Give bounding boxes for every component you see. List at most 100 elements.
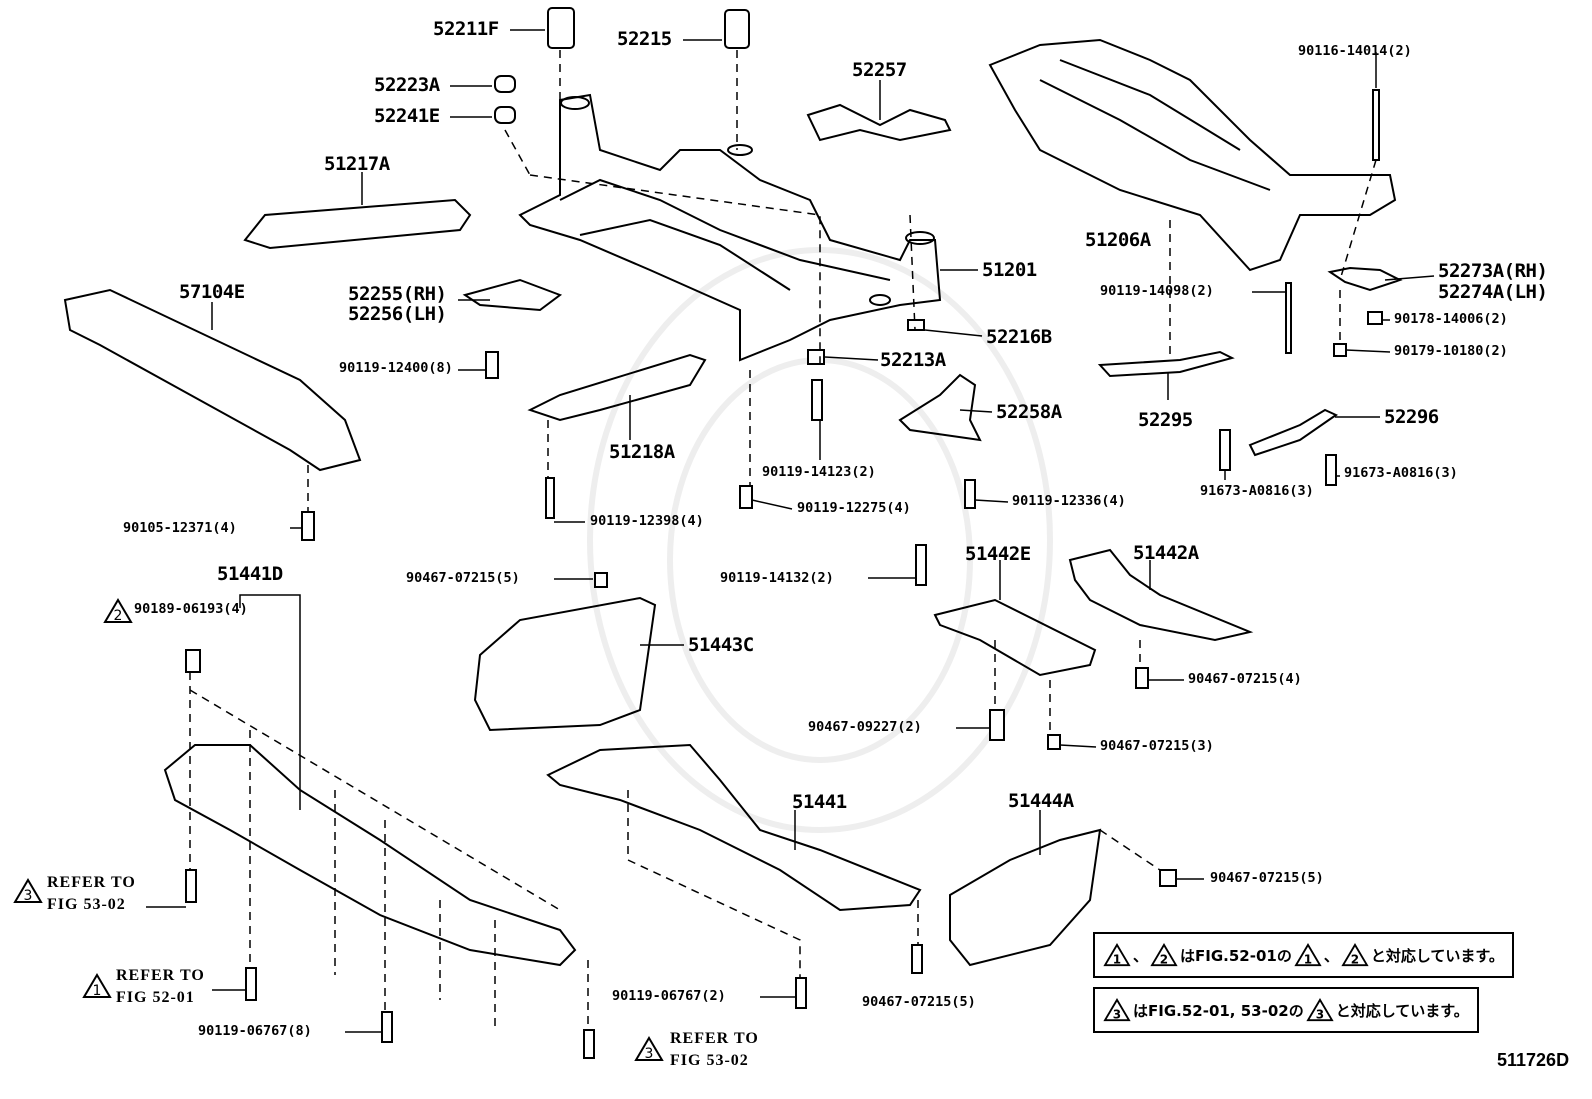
part-label: 90119-12275(4) [797, 500, 911, 516]
part-label: 90179-10180(2) [1394, 343, 1508, 359]
triangle-2-icon: 2 [1150, 943, 1178, 966]
part-label: 91673-A0816(3) [1344, 465, 1458, 481]
part-label: 90467-07215(5) [862, 994, 976, 1010]
part-label: 52215 [617, 28, 672, 50]
part-label: 51442E [965, 543, 1031, 565]
part-label: 52211F [433, 18, 499, 40]
brace-52295 [1097, 350, 1235, 378]
part-label: 52258A [996, 401, 1062, 423]
part-label: 90467-07215(3) [1100, 738, 1214, 754]
svg-text:3: 3 [645, 1046, 654, 1062]
reference-triangle-3-icon: 3 [634, 1036, 664, 1062]
svg-text:1: 1 [93, 983, 102, 999]
bracket-52258A [898, 373, 982, 442]
rear-suspension-crossmember [988, 38, 1397, 272]
part-label: 57104E [179, 281, 245, 303]
note-text: と対応しています。 [1335, 1001, 1469, 1020]
note-text: 、 [1133, 946, 1149, 965]
part-label: 51441 [792, 791, 847, 813]
svg-text:2: 2 [114, 608, 123, 624]
note-text: と対応しています。 [1370, 946, 1504, 965]
note-box-1: 1 、 2 はFIG.52-01の 1 、 2 と対応しています。 [1093, 932, 1514, 978]
part-label: 52257 [852, 59, 907, 81]
part-label: 52274A(LH) [1438, 281, 1548, 303]
cover-51444A [949, 828, 1102, 967]
leader-lines [146, 29, 1435, 1033]
triangle-1-icon: 1 [1103, 943, 1131, 966]
triangle-3-icon: 3 [1306, 998, 1334, 1021]
bushings [494, 7, 750, 124]
part-label: 90119-06767(2) [612, 988, 726, 1004]
svg-text:1: 1 [1113, 952, 1121, 966]
part-label: 51201 [982, 259, 1037, 281]
watermark-emblem [587, 247, 1053, 833]
part-label: 52255(RH) [348, 283, 447, 305]
part-label: 90189-06193(4) [134, 601, 248, 617]
svg-text:3: 3 [1113, 1007, 1121, 1021]
cover-51442E [933, 598, 1097, 677]
part-label: 51217A [324, 153, 390, 175]
part-label: 52241E [374, 105, 440, 127]
part-label: 51206A [1085, 229, 1151, 251]
part-label: 52223A [374, 74, 440, 96]
part-label: 90119-06767(8) [198, 1023, 312, 1039]
reference-triangle-3-icon: 3 [13, 878, 43, 904]
note-text: 、 [1323, 946, 1339, 965]
figure-code: 511726D [1497, 1050, 1570, 1070]
reference-triangle-2-icon: 2 [103, 598, 133, 624]
part-label: 90119-12398(4) [590, 513, 704, 529]
triangle-2-icon: 2 [1341, 943, 1369, 966]
note-text: はFIG.52-01の [1180, 946, 1292, 965]
part-label: 90119-12336(4) [1012, 493, 1126, 509]
part-label: 90119-12400(8) [339, 360, 453, 376]
dashed-guides [189, 50, 1377, 1030]
part-label: 90467-07215(5) [406, 570, 520, 586]
part-label: 90467-09227(2) [808, 719, 922, 735]
triangle-1-icon: 1 [1294, 943, 1322, 966]
bracket-52257 [806, 103, 952, 142]
svg-text:1: 1 [1304, 952, 1312, 966]
brace-52296 [1248, 408, 1339, 457]
note-box-2: 3 はFIG.52-01, 53-02の 3 と対応しています。 [1093, 987, 1479, 1033]
brace-51218A [527, 353, 707, 422]
part-label: 52213A [880, 349, 946, 371]
part-label: 51443C [688, 634, 754, 656]
svg-text:2: 2 [1351, 952, 1359, 966]
part-label: 52295 [1138, 409, 1193, 431]
svg-text:3: 3 [1316, 1007, 1324, 1021]
reference-triangle-1-icon: 1 [82, 973, 112, 999]
triangle-3-icon: 3 [1103, 998, 1131, 1021]
part-label: 90467-07215(4) [1188, 671, 1302, 687]
cover-51441D [163, 744, 577, 967]
plate-52255 [462, 278, 563, 312]
brace-51217A [243, 198, 472, 250]
part-label: 90119-14098(2) [1100, 283, 1214, 299]
part-label: 51218A [609, 441, 675, 463]
part-label: 90467-07215(5) [1210, 870, 1324, 886]
part-label: 90105-12371(4) [123, 520, 237, 536]
note-text: はFIG.52-01, 53-02の [1133, 1001, 1304, 1020]
part-label: 52216B [986, 326, 1052, 348]
part-label: 51441D [217, 563, 283, 585]
cover-51443C [473, 596, 657, 732]
part-label: 52296 [1384, 406, 1439, 428]
part-label: 90178-14006(2) [1394, 311, 1508, 327]
part-label: 52256(LH) [348, 303, 447, 325]
svg-text:3: 3 [24, 888, 33, 904]
cover-51441 [546, 743, 922, 912]
part-label: 90119-14123(2) [762, 464, 876, 480]
part-label: 90116-14014(2) [1298, 43, 1412, 59]
part-label: 52273A(RH) [1438, 260, 1548, 282]
part-label: 91673-A0816(3) [1200, 483, 1314, 499]
part-label: 51444A [1008, 790, 1074, 812]
crossmember-57104E [63, 288, 362, 472]
svg-text:2: 2 [1160, 952, 1168, 966]
bracket-52273A [1327, 266, 1403, 292]
cover-51442A [1068, 548, 1254, 642]
part-label: 90119-14132(2) [720, 570, 834, 586]
